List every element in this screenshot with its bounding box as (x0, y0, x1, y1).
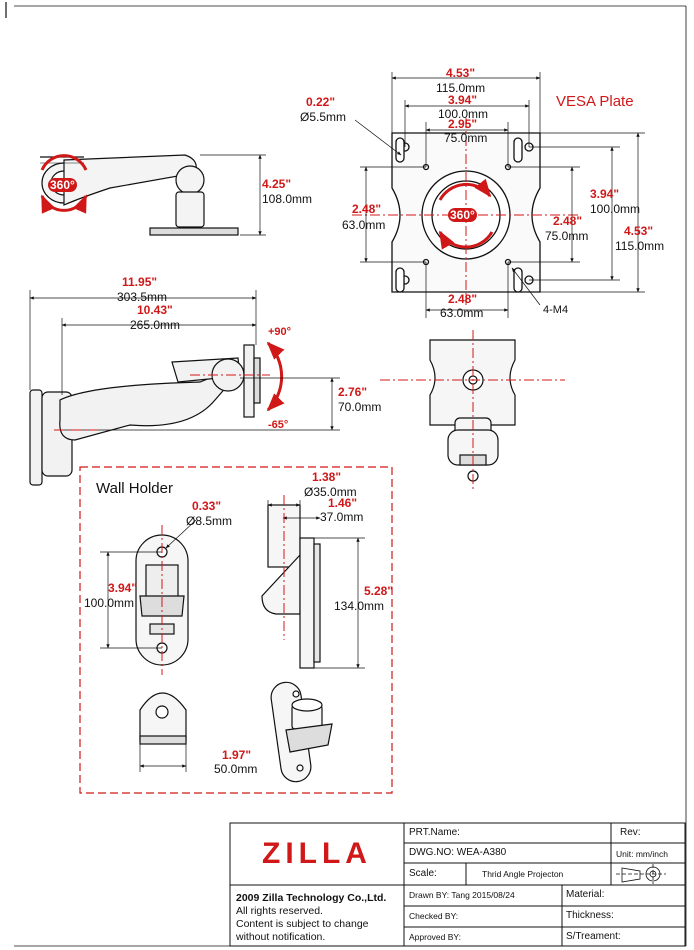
tilt-down: -65° (268, 419, 289, 431)
top-height-mm: 108.0mm (262, 192, 313, 206)
offset-mm: 70.0mm (338, 400, 382, 414)
scale-label: Scale: (409, 868, 437, 879)
wall-holder-top (139, 692, 187, 745)
checked-by-label: Checked BY: (409, 911, 459, 921)
main-side-view (29, 344, 261, 486)
wh-w-mm: 50.0mm (214, 762, 258, 776)
reach-in: 10.43" (137, 303, 173, 317)
overall-mm: 303.5mm (117, 290, 168, 304)
vesa-w1-in: 4.53" (446, 66, 476, 80)
vesa-hole-in: 0.22" (306, 95, 336, 109)
prt-name-label: PRT.Name: (409, 827, 460, 838)
copyright-line3: Content is subject to change (236, 918, 369, 930)
approved-by-label: Approved BY: (409, 932, 461, 942)
vesa-r2-mm: 75.0mm (545, 229, 589, 243)
offset-in: 2.76" (338, 385, 368, 399)
copyright-line4: without notification. (236, 931, 326, 943)
wh-d1-in: 1.38" (312, 470, 342, 484)
wh-hole-in: 0.33" (192, 499, 222, 513)
vesa-title: VESA Plate (556, 93, 634, 110)
main-tilt-arrow (266, 341, 285, 412)
wall-holder-title: Wall Holder (96, 480, 173, 497)
wall-holder-frame (79, 466, 393, 794)
copyright-line2: All rights reserved. (236, 905, 323, 917)
vesa-left-mm: 63.0mm (342, 218, 386, 232)
main-dimensions (29, 290, 340, 431)
copyright-line1: 2009 Zilla Technology Co.,Ltd. (236, 892, 387, 904)
vesa-r3-mm: 115.0mm (615, 239, 665, 253)
wh-h-mm: 100.0mm (84, 596, 135, 610)
main-centerline (54, 374, 270, 431)
wall-holder-top-dims (139, 744, 187, 772)
overall-in: 11.95" (122, 275, 158, 289)
vesa-left-in: 2.48" (352, 202, 382, 216)
vesa-rot-label: 360° (448, 208, 477, 222)
wall-holder-side (261, 504, 321, 669)
vesa-r1-in: 3.94" (590, 187, 620, 201)
wh-d1-mm: Ø35.0mm (304, 485, 357, 499)
vesa-w3-in: 2.95" (448, 117, 478, 131)
top-height-in: 4.25" (262, 177, 292, 191)
wh-d2-in: 1.46" (328, 496, 358, 510)
material-label: Material: (566, 889, 605, 900)
wh-hole-mm: Ø8.5mm (186, 514, 233, 528)
wall-holder-front-dims (100, 519, 197, 649)
top-height-dimension (200, 154, 266, 236)
sheet-border (5, 2, 687, 947)
wh-h2-mm: 134.0mm (334, 599, 385, 613)
company-logo: ZILLA (262, 837, 372, 870)
vesa-bottom-mm: 63.0mm (440, 306, 484, 320)
projection-label: Thrid Angle Projecton (482, 869, 564, 879)
rev-label: Rev: (620, 827, 641, 838)
title-block-grid (229, 822, 686, 947)
wh-h-in: 3.94" (108, 581, 138, 595)
wh-h2-in: 5.28" (364, 584, 394, 598)
vesa-w3-mm: 75.0mm (444, 131, 488, 145)
vesa-hole-mm: Ø5.5mm (300, 110, 347, 124)
vesa-dimensions (354, 72, 645, 318)
vesa-r3-in: 4.53" (624, 224, 654, 238)
dwg-no-label: DWG.NO: WEA-A380 (409, 847, 507, 858)
thickness-label: Thickness: (566, 910, 614, 921)
vesa-bracket-centerlines (380, 330, 565, 490)
drawn-by-label: Drawn BY: Tang 2015/08/24 (409, 890, 515, 900)
vesa-w2-in: 3.94" (448, 93, 478, 107)
vesa-r1-mm: 100.0mm (590, 202, 641, 216)
top-side-view (40, 154, 239, 236)
reach-mm: 265.0mm (130, 318, 181, 332)
wh-w-in: 1.97" (222, 748, 252, 762)
unit-label: Unit: mm/inch (616, 849, 668, 859)
wall-holder-side-dims (267, 500, 365, 669)
projection-symbol (616, 864, 666, 884)
top-rotation-arrow (40, 154, 88, 214)
wall-holder-iso (270, 681, 333, 783)
top-rotation-label: 360° (48, 178, 77, 192)
vesa-r2-in: 2.48" (553, 214, 583, 228)
tilt-up: +90° (268, 326, 292, 338)
vesa-bottom-in: 2.48" (448, 292, 478, 306)
vesa-w1-mm: 115.0mm (436, 81, 486, 95)
vesa-screw-label: 4-M4 (543, 304, 569, 316)
s-treament-label: S/Treament: (566, 931, 621, 942)
vesa-w2-mm: 100.0mm (438, 107, 489, 121)
wh-d2-mm: 37.0mm (320, 510, 364, 524)
